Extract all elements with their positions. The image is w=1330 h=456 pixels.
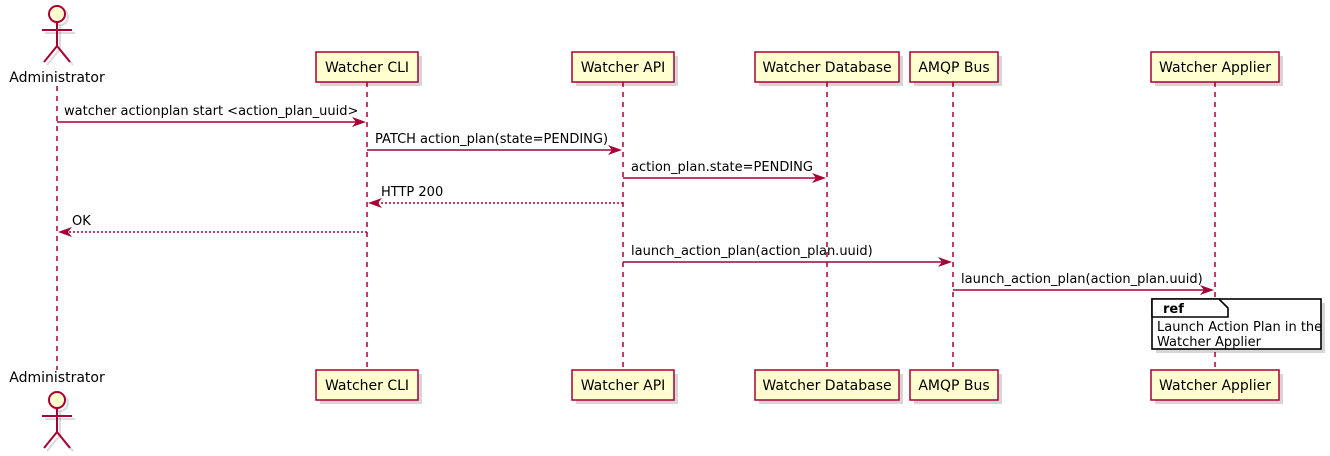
message-label: OK — [72, 214, 91, 229]
actor-label-administrator-top: Administrator — [9, 70, 105, 86]
ref-fragment[interactable]: ref Launch Action Plan in the Watcher Ap… — [1151, 298, 1325, 353]
actor-leg-right-icon-bottom — [56, 431, 71, 449]
participant-label-watcher-database-bottom: Watcher Database — [762, 378, 891, 394]
actor-administrator-top[interactable]: Administrator — [9, 5, 105, 86]
message-6-launch-action-plan-bus[interactable]: launch_action_plan(action_plan.uuid) — [623, 244, 952, 267]
message-1-watcher-actionplan-start[interactable]: watcher actionplan start <action_plan_uu… — [57, 104, 366, 127]
participant-label-watcher-api-bottom: Watcher API — [581, 378, 666, 394]
message-arrowhead — [938, 257, 952, 267]
participant-watcher-applier-bottom[interactable]: Watcher Applier — [1150, 369, 1283, 404]
messages: watcher actionplan start <action_plan_uu… — [57, 104, 1214, 295]
message-arrowhead — [58, 227, 72, 237]
actor-leg-right-icon — [56, 45, 71, 63]
participant-label-watcher-applier-bottom: Watcher Applier — [1159, 378, 1271, 394]
message-label: PATCH action_plan(state=PENDING) — [375, 132, 608, 147]
participant-box — [315, 51, 419, 83]
message-label: action_plan.state=PENDING — [631, 160, 813, 175]
participant-box — [315, 369, 419, 401]
participant-boxes-top: Watcher CLI Watcher API Watcher Database… — [315, 51, 1283, 86]
participant-watcher-cli-top[interactable]: Watcher CLI — [315, 51, 422, 86]
actor-label-administrator-bottom: Administrator — [9, 370, 105, 386]
participant-watcher-database-bottom[interactable]: Watcher Database — [754, 369, 903, 404]
participant-box — [571, 51, 675, 83]
participant-label-watcher-database-top: Watcher Database — [762, 60, 891, 76]
participant-amqp-bus-bottom[interactable]: AMQP Bus — [909, 369, 1002, 404]
participant-watcher-api-bottom[interactable]: Watcher API — [571, 369, 678, 404]
participant-watcher-api-top[interactable]: Watcher API — [571, 51, 678, 86]
message-2-patch-action-plan[interactable]: PATCH action_plan(state=PENDING) — [367, 132, 622, 155]
actor-head-icon — [48, 5, 66, 23]
ref-fragment-text-line-2: Watcher Applier — [1157, 335, 1262, 350]
actor-administrator-bottom[interactable]: Administrator — [9, 370, 105, 452]
participant-boxes-bottom: Watcher CLI Watcher API Watcher Database… — [315, 369, 1283, 404]
message-5-ok[interactable]: OK — [58, 214, 367, 237]
actor-leg-left-shadow-bottom — [46, 434, 61, 452]
message-3-action-plan-state-pending[interactable]: action_plan.state=PENDING — [623, 160, 826, 183]
message-4-http-200[interactable]: HTTP 200 — [368, 185, 623, 208]
message-label: launch_action_plan(action_plan.uuid) — [961, 272, 1203, 287]
participant-box — [909, 369, 999, 401]
message-arrowhead — [608, 145, 622, 155]
participant-label-watcher-api-top: Watcher API — [581, 60, 666, 76]
ref-fragment-text-line-1: Launch Action Plan in the — [1157, 320, 1322, 335]
participant-box — [754, 369, 900, 401]
actor-leg-left-icon — [43, 45, 58, 63]
participant-label-watcher-applier-top: Watcher Applier — [1159, 60, 1271, 76]
message-arrowhead — [1200, 285, 1214, 295]
actor-leg-left-shadow — [46, 48, 61, 66]
message-arrowhead — [812, 173, 826, 183]
message-arrowhead — [368, 198, 382, 208]
ref-fragment-tab — [1151, 298, 1229, 318]
actor-leg-left-icon-bottom — [43, 431, 58, 449]
lifelines — [56, 82, 1216, 370]
ref-fragment-keyword: ref — [1163, 302, 1184, 317]
participant-label-amqp-bus-bottom: AMQP Bus — [918, 378, 989, 394]
participant-box — [1150, 51, 1280, 83]
participant-box — [1150, 369, 1280, 401]
participant-label-amqp-bus-top: AMQP Bus — [918, 60, 989, 76]
message-label: watcher actionplan start <action_plan_uu… — [64, 104, 358, 119]
message-label: HTTP 200 — [381, 185, 443, 200]
message-arrowhead — [352, 117, 366, 127]
participant-watcher-applier-top[interactable]: Watcher Applier — [1150, 51, 1283, 86]
participant-watcher-database-top[interactable]: Watcher Database — [754, 51, 903, 86]
message-7-launch-action-plan-applier[interactable]: launch_action_plan(action_plan.uuid) — [953, 272, 1214, 295]
participant-label-watcher-cli-top: Watcher CLI — [325, 60, 409, 76]
participant-box — [909, 51, 999, 83]
actor-head-icon-bottom — [48, 391, 66, 409]
participant-box — [754, 51, 900, 83]
participant-box — [571, 369, 675, 401]
participant-watcher-cli-bottom[interactable]: Watcher CLI — [315, 369, 422, 404]
participant-amqp-bus-top[interactable]: AMQP Bus — [909, 51, 1002, 86]
message-label: launch_action_plan(action_plan.uuid) — [631, 244, 873, 259]
participant-label-watcher-cli-bottom: Watcher CLI — [325, 378, 409, 394]
